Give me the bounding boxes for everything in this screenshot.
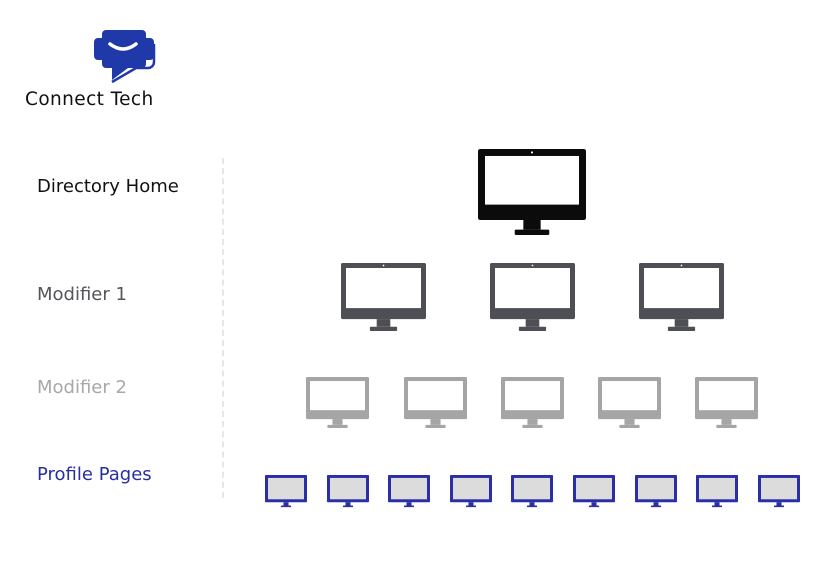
desktop-monitor-icon: [758, 475, 800, 508]
desktop-monitor-icon: [573, 475, 615, 508]
row-label-profile-pages: Profile Pages: [37, 464, 152, 485]
row-label-modifier-2: Modifier 2: [37, 377, 127, 398]
brand-logo: Connect Tech: [24, 26, 184, 116]
desktop-monitor-icon: [696, 475, 738, 508]
desktop-monitor-icon: [388, 475, 430, 508]
desktop-monitor-icon: [635, 475, 677, 508]
brand-name: Connect Tech: [25, 89, 154, 110]
desktop-monitor-icon: [327, 475, 369, 508]
desktop-monitor-icon: [404, 377, 467, 428]
desktop-monitor-icon: [490, 263, 575, 331]
desktop-monitor-icon: [341, 263, 426, 331]
desktop-monitor-icon: [450, 475, 492, 508]
desktop-monitor-icon: [598, 377, 661, 428]
desktop-monitor-icon: [501, 377, 564, 428]
desktop-monitor-icon: [306, 377, 369, 428]
desktop-monitor-icon: [695, 377, 758, 428]
row-label-modifier-1: Modifier 1: [37, 284, 127, 305]
row-label-directory-home: Directory Home: [37, 176, 179, 197]
desktop-monitor-icon: [639, 263, 724, 331]
desktop-monitor-icon: [511, 475, 553, 508]
vertical-divider: [222, 158, 224, 498]
desktop-monitor-icon: [265, 475, 307, 508]
chat-bubble-smile-icon: [94, 30, 156, 84]
desktop-monitor-icon: [478, 149, 586, 235]
